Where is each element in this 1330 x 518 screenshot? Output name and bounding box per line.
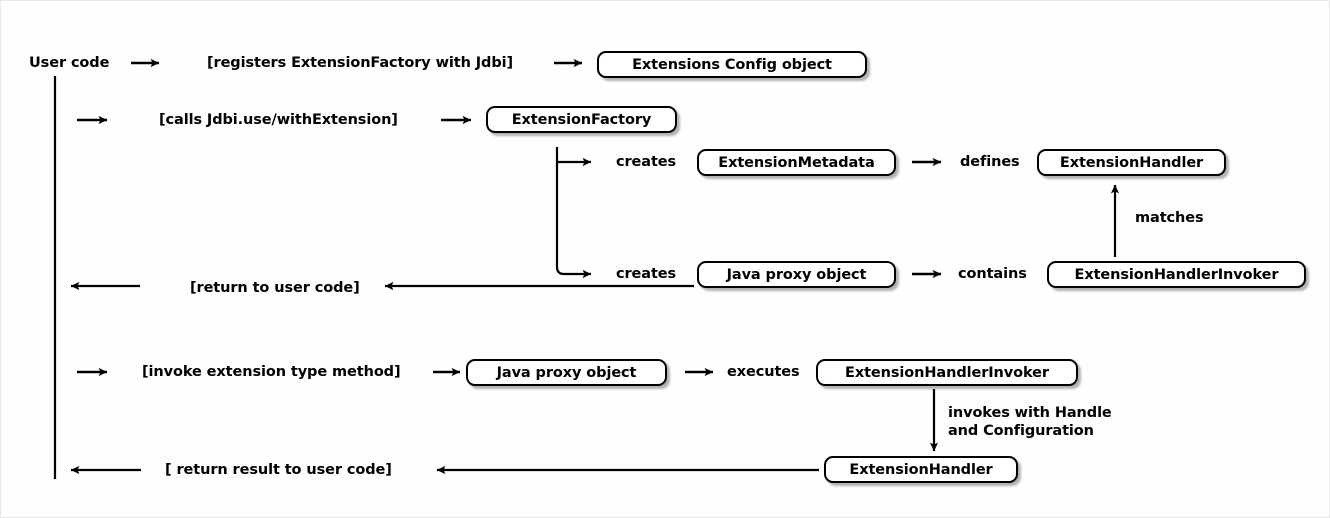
label-matches: matches (1135, 210, 1204, 226)
node-extension-handler-invoker-middle[interactable]: ExtensionHandlerInvoker (1047, 261, 1306, 288)
label-creates-proxy: creates (616, 266, 677, 282)
label-return-to-user-code: [return to user code] (190, 280, 360, 296)
label-defines: defines (960, 154, 1020, 170)
label-calls-jdbi-use-with-extension: [calls Jdbi.use/withExtension] (159, 112, 398, 128)
label-return-result-to-user-code: [ return result to user code] (165, 462, 392, 478)
node-extension-metadata[interactable]: ExtensionMetadata (697, 149, 896, 176)
label-executes: executes (727, 364, 800, 380)
node-extension-handler-top[interactable]: ExtensionHandler (1037, 149, 1226, 176)
node-extension-handler-invoker-bottom[interactable]: ExtensionHandlerInvoker (816, 359, 1078, 386)
actor-label-user-code: User code (29, 55, 110, 71)
extension-factory-branch-long (555, 162, 592, 279)
label-contains: contains (958, 266, 1027, 282)
node-java-proxy-object-middle[interactable]: Java proxy object (697, 261, 896, 288)
label-creates-metadata: creates (616, 154, 677, 170)
node-extension-factory[interactable]: ExtensionFactory (486, 106, 677, 133)
label-invoke-extension-type-method: [invoke extension type method] (142, 364, 401, 380)
node-extensions-config-object[interactable]: Extensions Config object (597, 51, 867, 78)
node-java-proxy-object-bottom[interactable]: Java proxy object (466, 359, 667, 386)
label-registers-extension-factory: [registers ExtensionFactory with Jdbi] (207, 55, 514, 71)
node-extension-handler-bottom[interactable]: ExtensionHandler (824, 456, 1018, 483)
label-invokes-with-handle-and-configuration: invokes with Handle and Configuration (948, 405, 1112, 439)
